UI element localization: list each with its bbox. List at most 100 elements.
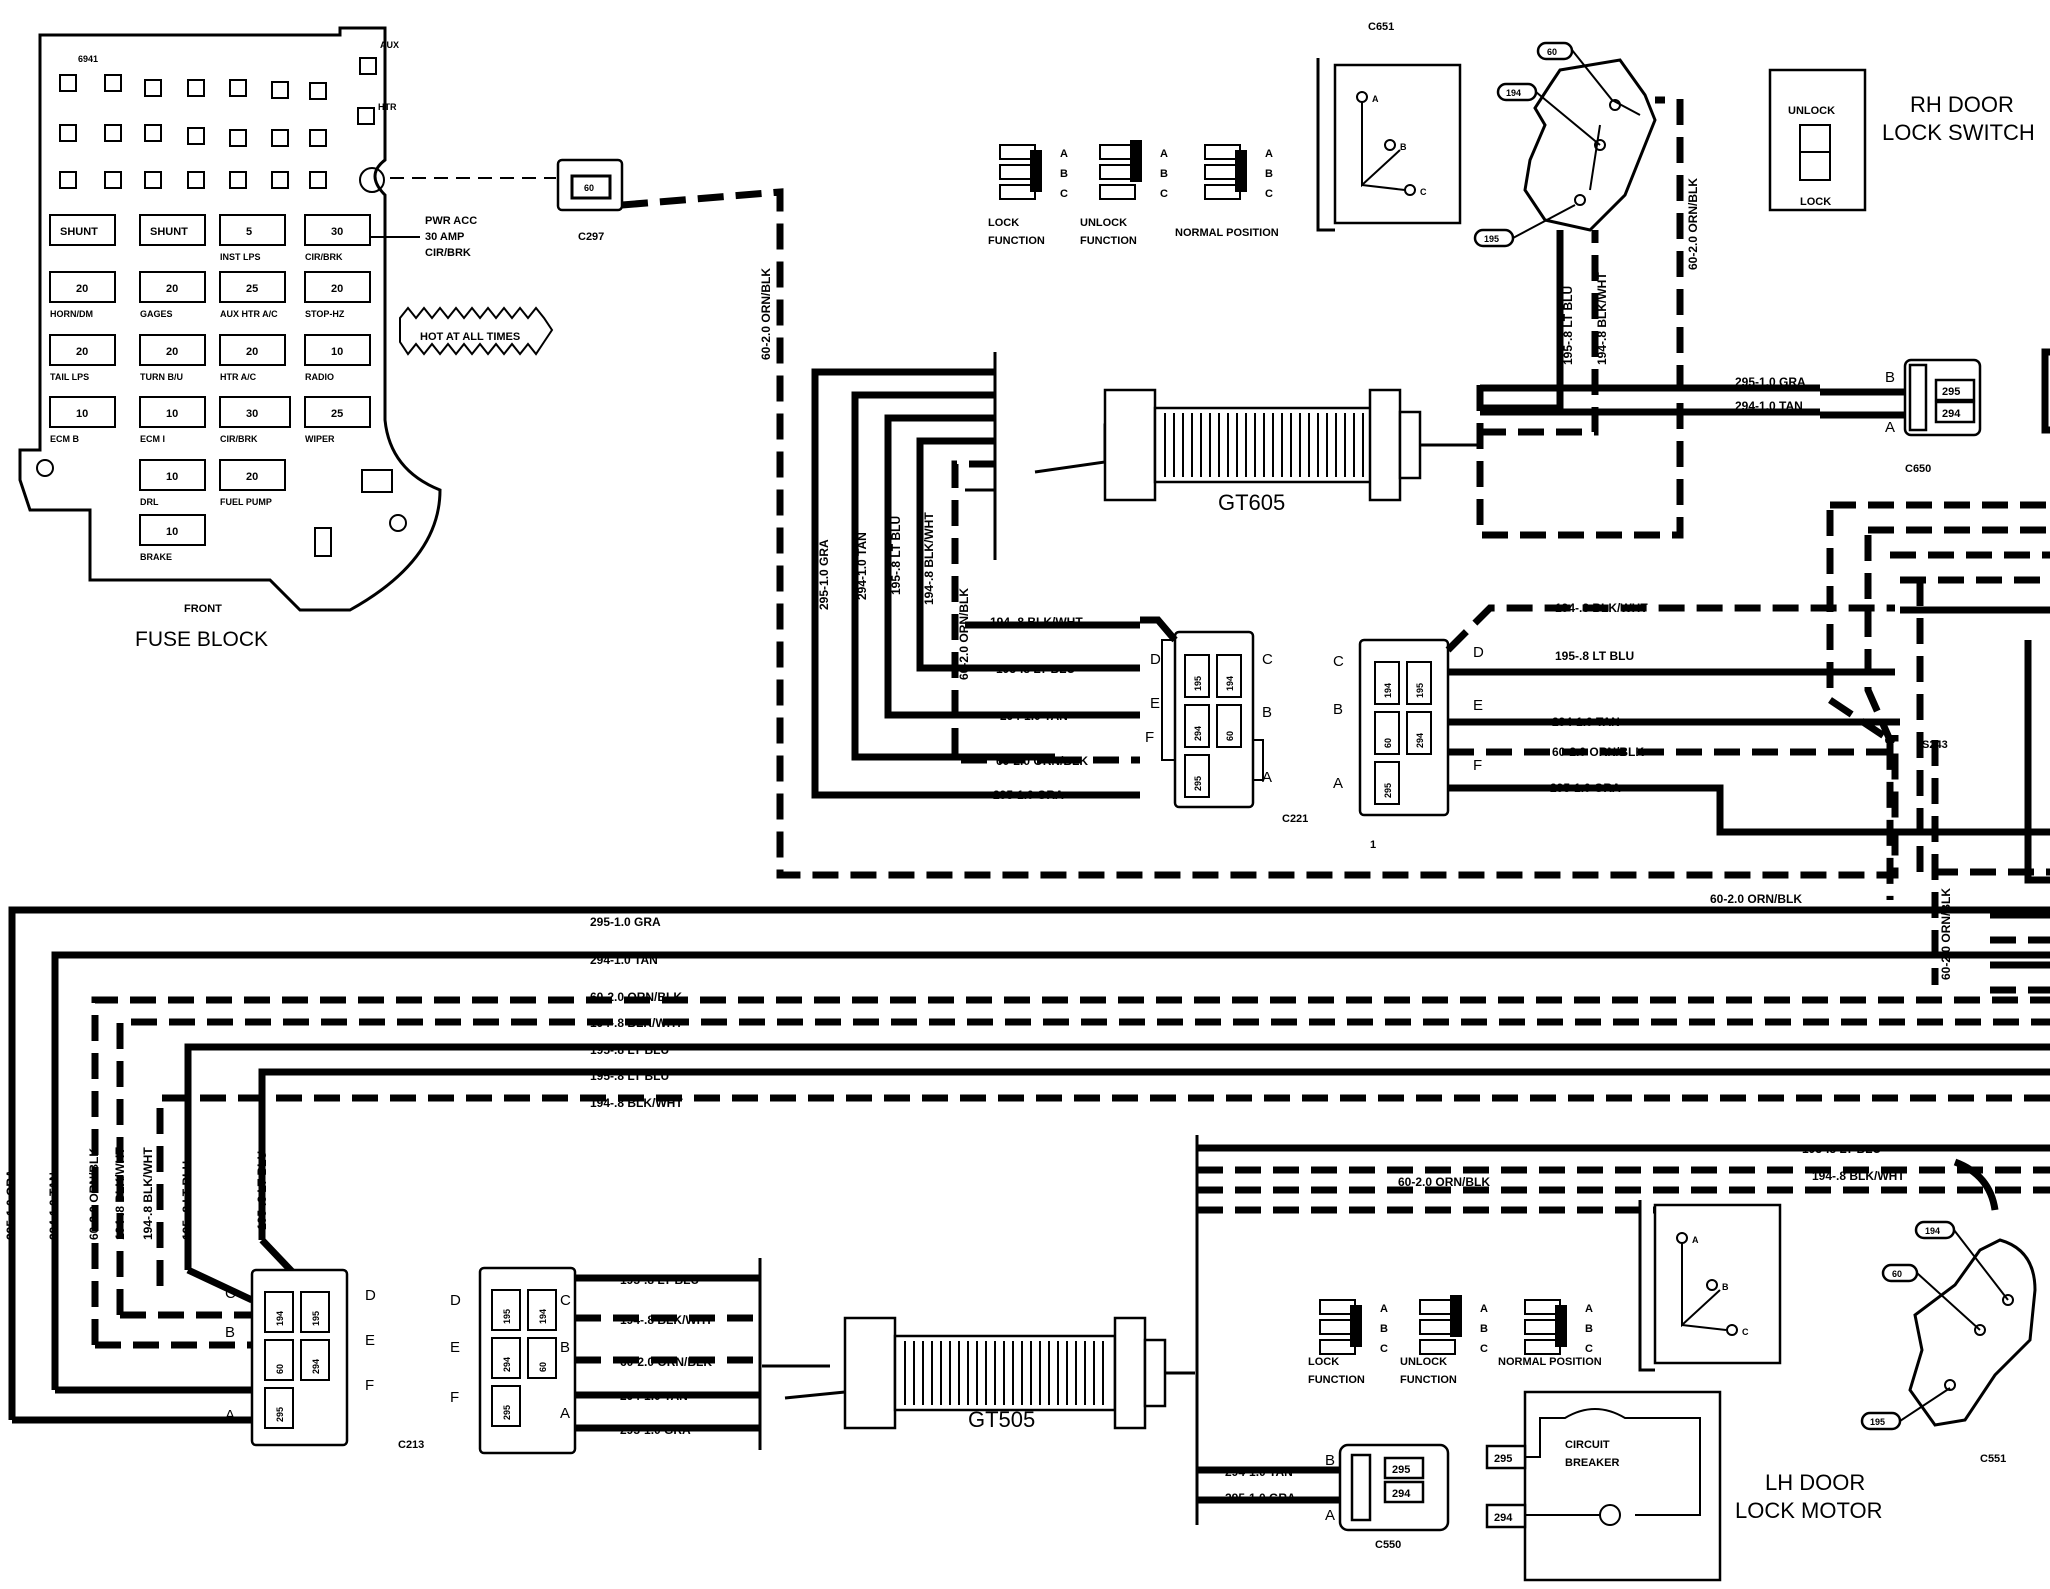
c650-label: C650	[1905, 463, 1931, 475]
fuse-17	[219, 459, 286, 491]
fuse-2	[219, 214, 286, 246]
v-w194a: 194-.8 BLK/WHT	[113, 1147, 127, 1240]
fuse-value-9: 20	[166, 346, 178, 358]
c221-w195: 195-.8 LT BLU	[996, 662, 1075, 676]
fuse-14	[219, 396, 291, 428]
c213-cells-pin-295: 295	[275, 1407, 285, 1422]
fuse-name-15: WIPER	[305, 434, 335, 444]
fuse-value-2: 5	[246, 226, 252, 238]
c221-w60: 60-2.0 ORN/BLK	[996, 754, 1088, 768]
c1-cells-cell-2	[1374, 711, 1400, 755]
connector-c297: 60 C297	[390, 158, 624, 243]
c213m-cells-pin-294: 294	[502, 1357, 512, 1372]
fuse-value-8: 20	[76, 346, 88, 358]
fuse-12	[49, 396, 116, 428]
c221-cells-pin-194: 194	[1225, 676, 1235, 691]
c213m-e: E	[450, 1339, 460, 1356]
rh-title-1: RH DOOR	[1910, 92, 2014, 117]
sw-top-pin-1-B: B	[1160, 168, 1168, 180]
c213-cells-cell-0	[264, 1291, 294, 1333]
gt605-label: GT605	[1218, 490, 1285, 515]
fuse-1	[139, 214, 206, 246]
sw-bot-slot-2-1	[1524, 1319, 1561, 1335]
fuse-value-15: 25	[331, 408, 343, 420]
connector-c651: A B C C651	[1316, 21, 1462, 232]
fuse-name-12: ECM B	[50, 434, 80, 444]
c650-pin-295: 295	[1942, 386, 1960, 398]
c213m-b: B	[560, 1339, 570, 1356]
c213-cells-cell-4	[264, 1387, 294, 1429]
splice-s243: S243 60-2.0 ORN/BLK	[1826, 501, 2050, 994]
c213-cells-cell-3	[300, 1339, 330, 1381]
w60-label-top: 60-2.0 ORN/BLK	[759, 268, 773, 360]
grommet-gt505: GT505	[762, 1316, 1195, 1432]
fuse-0	[49, 214, 116, 246]
sw-bot-pin-2-C: C	[1585, 1343, 1593, 1355]
c221-f: F	[1145, 729, 1154, 746]
bus-w60: 60-2.0 ORN/BLK	[590, 990, 682, 1004]
sw-top-slot-0-1	[999, 164, 1036, 180]
c550-w294: 294-1.0 TAN	[1225, 1465, 1293, 1479]
c651-c: C	[1420, 187, 1427, 197]
fuse-value-11: 10	[331, 346, 343, 358]
c1-label: 1	[1370, 839, 1376, 851]
sw-top-contact-0	[1030, 150, 1042, 192]
fuse-13	[139, 396, 206, 428]
normal-position-b: NORMAL POSITION	[1498, 1356, 1602, 1368]
c550-b: B	[1325, 1452, 1335, 1469]
c1-w194: 194-.8 BLK/WHT	[1555, 601, 1648, 615]
c1-cells-cell-0	[1374, 661, 1400, 705]
c221-cells-cell-4	[1184, 754, 1210, 798]
sw-top-slot-2-1	[1204, 164, 1241, 180]
gt505-label: GT505	[968, 1407, 1035, 1432]
c213-f: F	[365, 1377, 374, 1394]
lock-function-1: LOCK	[988, 217, 1019, 229]
w194-label-v: 194-.8 BLK/WHT	[922, 512, 936, 605]
v-w195b: 195-.8 LT BLU	[255, 1151, 269, 1230]
c221-e: E	[1150, 695, 1160, 712]
fuse-value-0: SHUNT	[60, 226, 98, 238]
lh-circuit-194: 194	[1925, 1226, 1940, 1236]
fuse-block-front: FRONT	[184, 603, 222, 615]
sw-bot-slot-0-0	[1319, 1299, 1356, 1315]
bus-w294: 294-1.0 TAN	[590, 953, 658, 967]
relay-label: 6941	[78, 54, 98, 64]
fuse-name-18: BRAKE	[140, 552, 172, 562]
v-w195a: 195-.8 LT BLU	[180, 1161, 194, 1240]
fuse-name-16: DRL	[140, 497, 159, 507]
fuse-15	[304, 396, 371, 428]
lh-box-c: C	[1742, 1327, 1749, 1337]
c213-a: A	[225, 1407, 235, 1424]
sw-bot-slot-1-0	[1419, 1299, 1456, 1315]
sw-top-slot-1-2	[1099, 184, 1136, 200]
c221-w295: 295-1.0 GRA	[993, 788, 1064, 802]
fuse-10	[219, 334, 286, 366]
fuse-value-6: 25	[246, 283, 258, 295]
lock-function-b1: LOCK	[1308, 1356, 1339, 1368]
c213m-cells-pin-195: 195	[502, 1309, 512, 1324]
bus-w194b: 194-.8 BLK/WHT	[590, 1096, 683, 1110]
fuse-name-13: ECM I	[140, 434, 165, 444]
c221-cells-cell-0	[1184, 654, 1210, 698]
motor-pin-295: 295	[1494, 1453, 1512, 1465]
sw-bot-slot-1-1	[1419, 1319, 1456, 1335]
fuse-value-17: 20	[246, 471, 258, 483]
c651-b: B	[1400, 142, 1407, 152]
c221-d: D	[1150, 651, 1161, 668]
c213m-a: A	[560, 1405, 570, 1422]
connector-c550: 295 294 B A C550	[1325, 1443, 1450, 1551]
c213m-cells-cell-3	[527, 1337, 557, 1379]
fuse-7	[304, 271, 371, 303]
w195-label-v: 195-.8 LT BLU	[889, 516, 903, 595]
c651-a: A	[1372, 94, 1379, 104]
c221-a: A	[1262, 769, 1272, 786]
c1-cells-cell-1	[1406, 661, 1432, 705]
lock-function-2: FUNCTION	[988, 235, 1045, 247]
c1-cells-pin-60: 60	[1383, 738, 1393, 748]
fuse-9	[139, 334, 206, 366]
